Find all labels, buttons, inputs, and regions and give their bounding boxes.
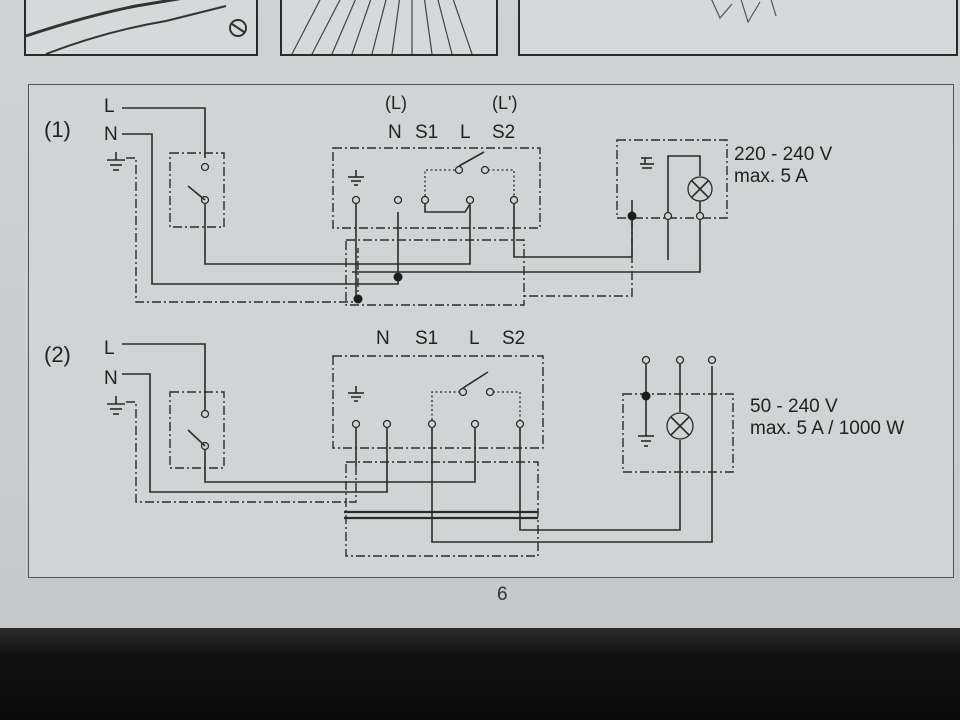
terminal-label-l-2: L xyxy=(469,328,480,349)
earth-wire-2 xyxy=(126,401,357,503)
wiring-diagrams: .w { stroke:#2b2b2b; stroke-width:1.6; f… xyxy=(44,93,904,557)
upper-label-s2: (L') xyxy=(492,93,517,113)
device-earth-icon xyxy=(348,170,364,186)
earth-icon-2 xyxy=(107,396,125,415)
connection-box xyxy=(345,239,525,306)
diagram-1: (1) L N (L) (L') N S1 L xyxy=(44,93,833,306)
switch-contact-2 xyxy=(187,429,206,447)
device-box xyxy=(332,147,541,229)
terminal-label-n-2: N xyxy=(376,328,390,349)
upper-label-s1: (L) xyxy=(385,93,407,113)
diagram-2-l-label: L xyxy=(104,338,115,359)
neutral-wire-2 xyxy=(122,373,388,493)
diagram-1-number: (1) xyxy=(44,117,71,142)
hatched-sketch xyxy=(291,0,473,54)
top-illustration-left xyxy=(24,0,258,56)
page-number: 6 xyxy=(497,584,508,605)
switched-wire-2 xyxy=(204,428,476,483)
wall-switch-box xyxy=(169,152,225,228)
device-earth-icon-2 xyxy=(348,386,364,402)
wall-switch-box-2 xyxy=(169,391,225,469)
relay-contact xyxy=(458,151,485,167)
earth-wire xyxy=(126,157,359,303)
wiring-diagrams-frame xyxy=(28,84,954,578)
diagram-1-n-label: N xyxy=(104,124,118,145)
line-wire xyxy=(122,107,206,158)
terminal-label-s2-2: S2 xyxy=(502,328,525,349)
terminal-label-n: N xyxy=(388,122,402,143)
line-wire-2 xyxy=(122,343,206,410)
lamp-earth-icon xyxy=(640,157,654,169)
connection-box-2 xyxy=(345,461,539,557)
dark-background xyxy=(0,628,960,720)
earth-icon xyxy=(107,152,125,171)
terminal-label-s1-2: S1 xyxy=(415,328,438,349)
diagram-1-l-label: L xyxy=(104,96,115,117)
manual-page: .w { stroke:#2b2b2b; stroke-width:1.6; f… xyxy=(0,0,960,640)
relay-contact-2 xyxy=(462,371,489,389)
rating-current-2: max. 5 A / 1000 W xyxy=(750,418,904,439)
diagram-2-n-label: N xyxy=(104,368,118,389)
rating-voltage-2: 50 - 240 V xyxy=(750,396,838,417)
terminal-label-l: L xyxy=(460,122,471,143)
diagram-2: (2) L N N S1 L S2 xyxy=(44,328,904,557)
rating-current-1: max. 5 A xyxy=(734,166,808,187)
device-box-2 xyxy=(332,355,544,449)
terminal-label-s2: S2 xyxy=(492,122,515,143)
switch-sketch-left xyxy=(26,0,247,54)
lamp-housing-2 xyxy=(622,393,734,473)
top-illustration-middle xyxy=(280,0,498,56)
switched-wire xyxy=(204,204,471,265)
diagram-2-number: (2) xyxy=(44,342,71,367)
lamp-housing xyxy=(616,139,728,219)
terminal-label-s1: S1 xyxy=(415,122,438,143)
top-illustration-right xyxy=(518,0,958,56)
rating-voltage-1: 220 - 240 V xyxy=(734,144,833,165)
fan-sketch xyxy=(711,0,777,24)
lamp-earth-icon-2 xyxy=(638,435,654,447)
switch-contact xyxy=(187,185,206,201)
neutral-wire xyxy=(122,133,399,285)
